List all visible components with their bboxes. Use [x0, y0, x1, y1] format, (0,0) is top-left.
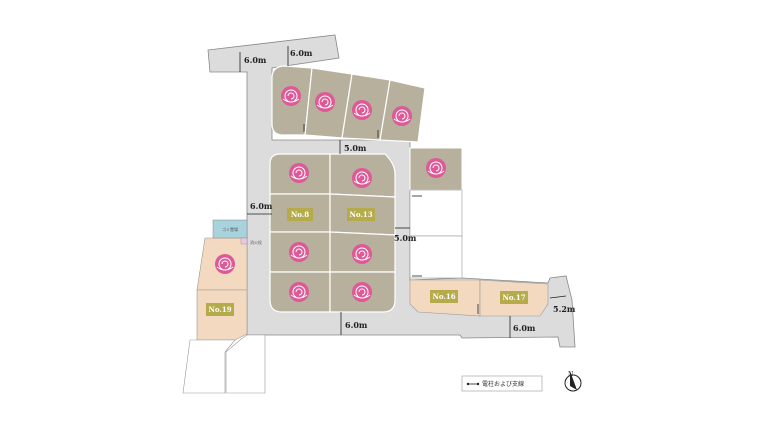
garbage-area	[212, 219, 248, 239]
legend-box	[461, 375, 543, 392]
dim-bottom: 6.0m	[345, 320, 368, 330]
hydrant-mark	[240, 237, 248, 245]
dim-far-right: 5.2m	[553, 304, 576, 314]
rose-sold-icon	[215, 254, 235, 274]
rose-sold-icon	[426, 158, 446, 178]
rose-sold-icon	[281, 86, 301, 106]
legend-label: 電柱および支線	[482, 380, 524, 388]
lot-17-label: No.17	[502, 293, 525, 302]
rose-sold-icon	[289, 242, 309, 262]
middle-block	[269, 153, 396, 313]
sold-markers	[215, 86, 446, 302]
rose-sold-icon	[392, 106, 412, 126]
dim-top-right: 6.0m	[290, 48, 313, 58]
lot-left-white-1	[182, 339, 236, 394]
rose-sold-icon	[352, 282, 372, 302]
rose-sold-icon	[352, 168, 372, 188]
lot-8-label: No.8	[291, 210, 309, 219]
utility-pole-marks	[303, 124, 479, 314]
garbage-label: ゴミ置場	[222, 226, 238, 232]
rose-sold-icon	[289, 282, 309, 302]
lot-16-label: No.16	[432, 292, 455, 301]
dim-top-left: 6.0m	[244, 55, 267, 65]
rose-sold-icon	[315, 92, 335, 112]
rose-sold-icon	[289, 163, 309, 183]
dim-left: 6.0m	[250, 201, 273, 211]
dim-middle: 5.0m	[344, 143, 367, 153]
north-arrow-icon: N	[564, 371, 582, 392]
lot-labels: No.8 No.13 No.16 No.17 No.19	[206, 208, 528, 316]
dim-bottom-right: 6.0m	[513, 323, 536, 333]
lot-right-white-1	[409, 189, 463, 237]
dim-right: 5.0m	[394, 233, 417, 243]
hydrant-label: 消火栓	[250, 239, 262, 245]
lot-13-label: No.13	[349, 210, 372, 219]
rose-sold-icon	[352, 100, 372, 120]
lot-right-white-2	[409, 235, 463, 279]
lot-left-white-2	[225, 334, 266, 394]
rose-sold-icon	[352, 244, 372, 264]
svg-text:N: N	[568, 371, 573, 378]
dimension-lines	[239, 46, 567, 338]
lot-19-label: No.19	[208, 305, 231, 314]
